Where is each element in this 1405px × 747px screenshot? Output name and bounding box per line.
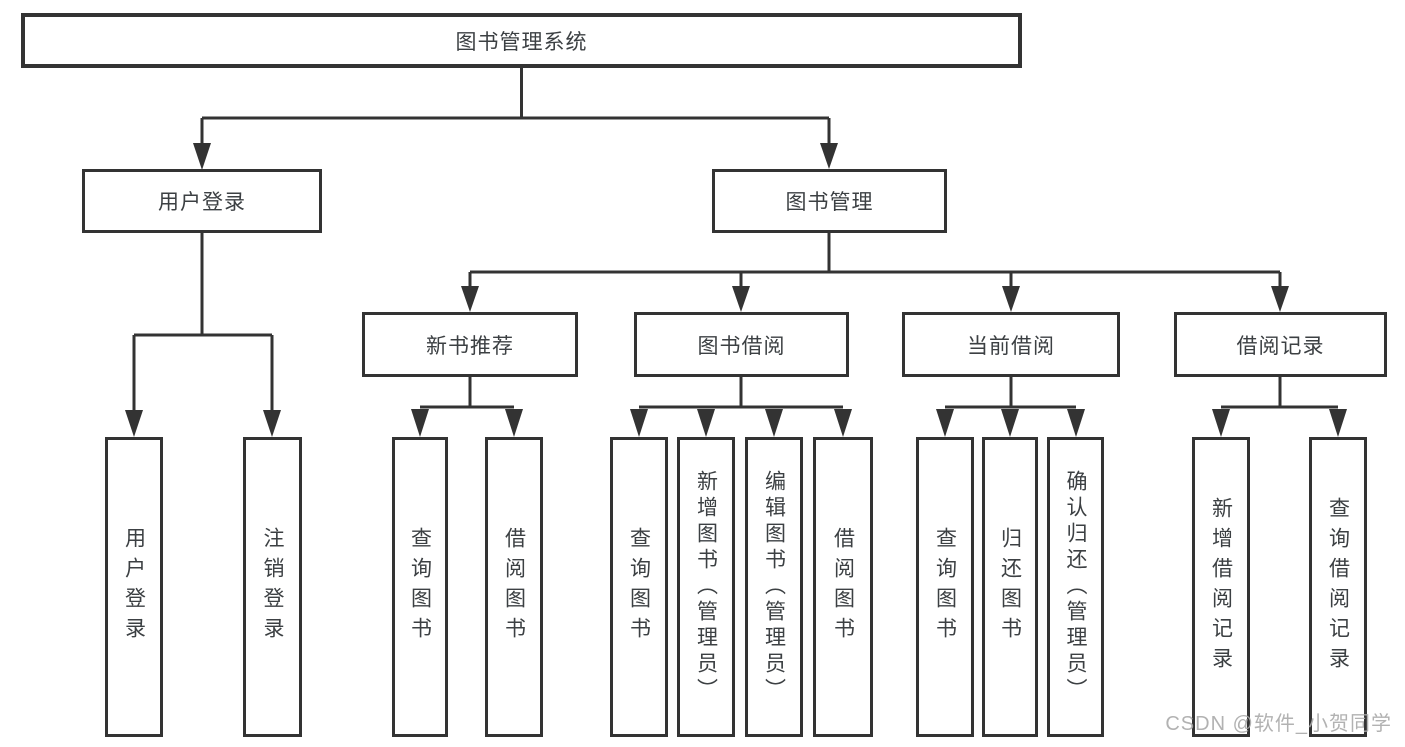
node-user-login-branch: 用户登录 [82, 169, 322, 233]
arrowhead-icon [732, 286, 750, 312]
node-leaf-user-login: 用户登录 [105, 437, 163, 737]
arrowhead-icon [834, 409, 852, 437]
node-label: 注销登录 [261, 527, 284, 647]
node-label: 新书推荐 [426, 334, 514, 358]
node-label: 新增图书（管理员） [694, 470, 718, 704]
node-new-book-rec: 新书推荐 [362, 312, 578, 377]
connector-book-mgmt-branch [461, 233, 1289, 312]
arrowhead-icon [411, 409, 429, 437]
node-leaf-query-books-rec: 查询图书 [392, 437, 448, 737]
connector-new-book-branch [411, 377, 523, 437]
node-label: 新增借阅记录 [1209, 497, 1233, 677]
node-leaf-add-books-admin: 新增图书（管理员） [677, 437, 735, 737]
node-borrow-records: 借阅记录 [1174, 312, 1387, 377]
arrowhead-icon [263, 410, 281, 437]
arrowhead-icon [1212, 409, 1230, 437]
node-label: 借阅记录 [1236, 334, 1325, 358]
connector-user-login-branch [125, 233, 281, 437]
arrowhead-icon [1329, 409, 1347, 437]
node-label: 归还图书 [998, 527, 1022, 647]
node-leaf-add-borrow-record: 新增借阅记录 [1192, 437, 1250, 737]
connector-current-borrow-branch [936, 377, 1085, 437]
node-label: 查询图书 [627, 527, 651, 647]
connector-book-borrow-branch [630, 377, 852, 437]
arrowhead-icon [697, 409, 715, 437]
arrowhead-icon [630, 409, 648, 437]
node-book-mgmt-branch: 图书管理 [712, 169, 947, 233]
csdn-watermark: CSDN @软件_小贺同学 [1165, 713, 1392, 735]
arrowhead-icon [125, 410, 143, 437]
node-current-borrow: 当前借阅 [902, 312, 1120, 377]
arrowhead-icon [1001, 409, 1019, 437]
node-label: 借阅图书 [502, 527, 526, 647]
arrowhead-icon [936, 409, 954, 437]
arrowhead-icon [765, 409, 783, 437]
node-label: 查询借阅记录 [1326, 497, 1350, 677]
arrowhead-icon [1067, 409, 1085, 437]
node-label: 编辑图书（管理员） [762, 470, 786, 704]
node-leaf-query-borrow-record: 查询借阅记录 [1309, 437, 1367, 737]
node-leaf-logout: 注销登录 [243, 437, 302, 737]
arrowhead-icon [505, 409, 523, 437]
node-leaf-edit-books-admin: 编辑图书（管理员） [745, 437, 803, 737]
node-book-borrow: 图书借阅 [634, 312, 849, 377]
arrowhead-icon [461, 286, 479, 312]
connector-borrow-records-branch [1212, 377, 1347, 437]
node-leaf-borrow-books-rec: 借阅图书 [485, 437, 543, 737]
arrowhead-icon [1271, 286, 1289, 312]
node-label: 借阅图书 [831, 527, 855, 647]
node-label: 当前借阅 [967, 334, 1055, 358]
node-label: 用户登录 [158, 191, 246, 214]
node-leaf-query-books-bb: 查询图书 [610, 437, 668, 737]
node-root-label: 图书管理系统 [455, 30, 588, 54]
node-label: 图书借阅 [697, 334, 786, 358]
arrowhead-icon [1002, 286, 1020, 312]
node-leaf-borrow-books-bb: 借阅图书 [813, 437, 873, 737]
node-label: 查询图书 [933, 527, 957, 647]
node-label: 用户登录 [122, 527, 146, 647]
connector-root-to-level2 [193, 68, 838, 170]
node-leaf-confirm-return-admin: 确认归还（管理员） [1047, 437, 1104, 737]
node-leaf-query-books-cb: 查询图书 [916, 437, 974, 737]
node-root: 图书管理系统 [21, 13, 1022, 68]
node-leaf-return-books: 归还图书 [982, 437, 1038, 737]
arrowhead-icon [820, 143, 838, 169]
arrowhead-icon [193, 143, 211, 170]
node-label: 查询图书 [408, 527, 432, 647]
node-label: 确认归还（管理员） [1064, 470, 1087, 704]
node-label: 图书管理 [785, 191, 874, 214]
